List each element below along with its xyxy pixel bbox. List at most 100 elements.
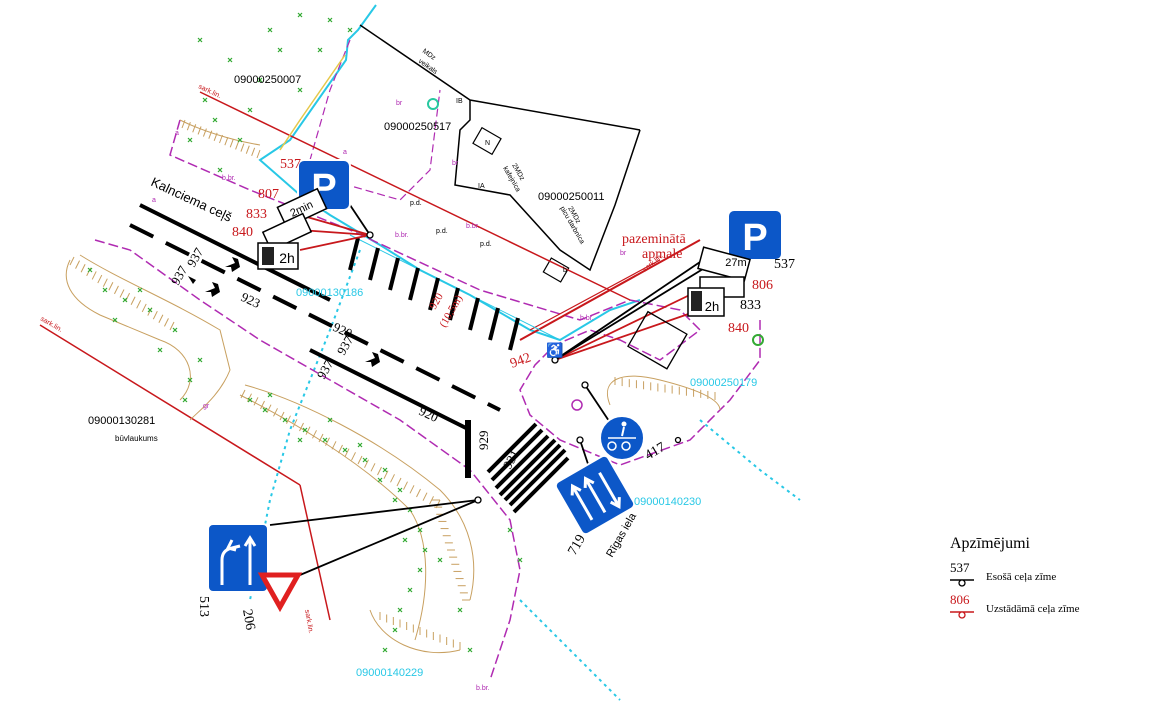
label-bbr-2: b.br.	[395, 232, 409, 239]
curb-hatch-tick	[286, 415, 291, 424]
clock-icon-left	[262, 247, 274, 265]
label-a-2: a	[152, 197, 156, 204]
lane-arrows	[188, 257, 380, 367]
red-line-2	[39, 324, 301, 486]
num-923: 923	[239, 289, 263, 311]
curb-hatch-tick	[247, 393, 252, 402]
tree-mark	[297, 12, 303, 18]
yellow-line	[279, 54, 346, 151]
tree-mark	[247, 107, 253, 113]
parcel-label-0517: 09000250517	[384, 121, 451, 133]
parcel-label-0281: 09000130281	[88, 415, 155, 427]
tree-mark	[382, 467, 388, 473]
pointer-513	[269, 499, 479, 526]
tree-mark	[237, 137, 243, 143]
curb-hatch-tick	[119, 289, 125, 298]
plate-2h-right-text: 2h	[705, 299, 719, 314]
plate-car-left	[261, 212, 313, 252]
plate-2h-left-text: 2h	[279, 250, 295, 266]
num-537-left: 537	[280, 157, 301, 172]
tree-mark	[102, 287, 108, 293]
tree-mark	[257, 77, 263, 83]
clock-icon-right	[691, 291, 702, 311]
curb-hatch-tick	[108, 282, 114, 291]
curb-hatches	[65, 119, 721, 654]
red-line-5	[529, 259, 661, 331]
curb-hatch-tick	[240, 143, 245, 152]
curb-left-upper-2	[79, 254, 231, 421]
pointer-right-2	[554, 289, 701, 361]
curb-hatch-tick	[208, 130, 213, 139]
parking-bays	[348, 237, 520, 351]
curb-right-island	[607, 375, 721, 411]
building-outline-mid	[454, 100, 641, 272]
zebra-crossing	[486, 422, 570, 514]
num-537-right: 537	[774, 257, 795, 272]
curb-hatch-tick	[245, 145, 250, 154]
small-symbols: ♿	[427, 98, 764, 411]
curb-hatch-tick	[251, 147, 256, 157]
tree-mark	[397, 607, 403, 613]
num-833-left: 833	[246, 207, 267, 222]
tree-mark	[362, 457, 368, 463]
num-840-left: 840	[232, 225, 253, 240]
curb-hatch-tick	[158, 314, 164, 324]
parcel-label-0230: 09000140230	[634, 496, 701, 508]
curb-hatch-tick	[344, 448, 350, 457]
pointer-right-3	[554, 309, 701, 361]
label-bbr-5: b.br.	[476, 685, 490, 692]
tree-mark	[262, 407, 268, 413]
tree-mark	[137, 287, 143, 293]
curb-hatch-tick	[256, 149, 261, 159]
curb-hatch-tick	[429, 496, 434, 505]
legend: Apzīmējumi 537 Esošā ceļa zīme 806 Uzstā…	[950, 535, 1140, 625]
tree-mark	[267, 392, 273, 398]
curb-hatch-tick	[390, 474, 395, 483]
num-719: 719	[565, 532, 588, 558]
parcel-label-0229: 09000140229	[356, 667, 423, 679]
cyan-dotted-line-2	[519, 599, 621, 701]
legend-existing-desc: Esošā ceļa zīme	[986, 571, 1057, 583]
plate-2min-right-text: 27m	[725, 257, 746, 269]
hydrant-icon	[427, 98, 439, 110]
curb-hatch-tick	[80, 263, 86, 273]
label-bbr-3: b.br.	[466, 223, 480, 230]
curb-hatch-tick	[331, 441, 337, 450]
curb-hatch-tick	[186, 121, 191, 131]
curb-hatch-tick	[292, 419, 298, 428]
tree-mark	[417, 567, 423, 573]
curb-hatch-tick	[253, 397, 259, 406]
sign-417-cycle-pedestrian	[599, 415, 645, 461]
tree-mark	[112, 317, 118, 323]
curb-hatch-tick	[91, 271, 97, 280]
pointer-left-1	[299, 229, 371, 236]
label-bbr-4: b.br.	[580, 315, 594, 322]
property-boundary-magenta-left	[94, 239, 521, 681]
label-br-3: br	[620, 250, 627, 257]
boundary-lines	[39, 4, 801, 701]
curb-hatch-tick	[130, 296, 136, 305]
tree-mark	[247, 397, 253, 403]
parcel-label-07: 09000250007	[234, 74, 301, 86]
num-942: 942	[508, 350, 533, 371]
parking-lane-line	[349, 234, 561, 341]
label-ia: IA	[478, 183, 485, 190]
parcel-label-011: 09000250011	[538, 191, 604, 203]
curb-hatch-tick	[102, 278, 108, 287]
curb-hatch-tick	[113, 285, 119, 295]
curb-hatch-tick	[136, 300, 142, 309]
curb-hatch-tick	[197, 126, 202, 135]
curb-hatch-tick	[235, 141, 240, 150]
label-pd-3: p.d.	[480, 241, 492, 248]
building-b-box	[542, 257, 570, 283]
tree-mark	[467, 647, 473, 653]
cyan-dotted-line	[249, 249, 361, 601]
num-417: 417	[643, 440, 669, 463]
tree-mark	[197, 37, 203, 43]
parcel-label-0186: 09000130186	[296, 287, 363, 299]
tree-mark	[187, 137, 193, 143]
curb-hatch-tick	[422, 492, 428, 501]
legend-new-number: 806	[950, 592, 970, 607]
tree-mark	[457, 607, 463, 613]
